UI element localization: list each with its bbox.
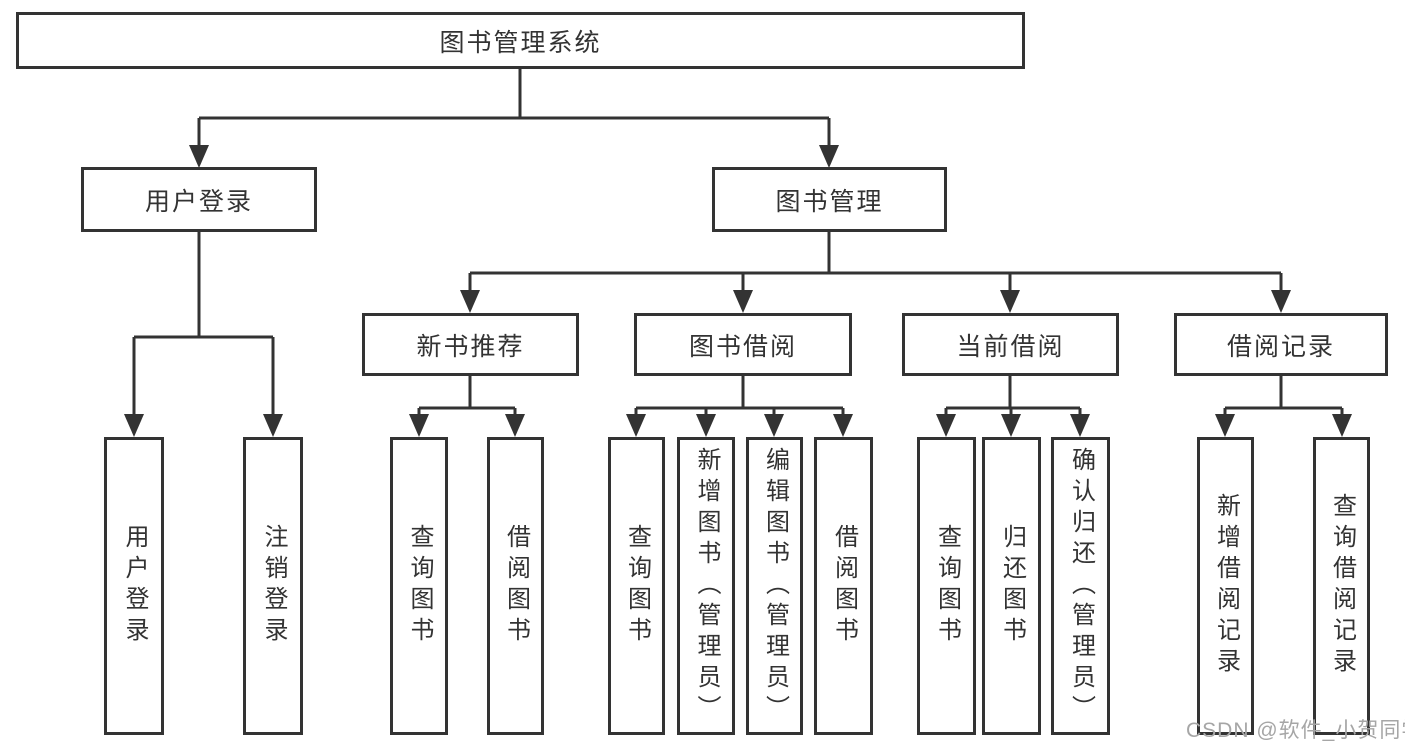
node-current-borrow: 当前借阅: [902, 313, 1119, 376]
leaf-edit-book-admin: 编辑图书（管理员）: [746, 437, 803, 735]
connector-root-to-level2: [189, 69, 839, 168]
node-user-login: 用户登录: [81, 167, 317, 232]
connector-book-management-children: [460, 232, 1291, 313]
node-borrow-records: 借阅记录: [1174, 313, 1388, 376]
node-new-book-recommend: 新书推荐: [362, 313, 579, 376]
connector-book-borrow-children: [626, 376, 853, 437]
leaf-query-borrow-record: 查询借阅记录: [1313, 437, 1370, 735]
leaf-query-books-current: 查询图书: [917, 437, 976, 735]
connector-borrow-records-children: [1215, 376, 1352, 437]
node-book-management: 图书管理: [712, 167, 947, 232]
connector-new-book-recommend-children: [409, 376, 525, 437]
leaf-confirm-return-admin: 确认归还（管理员）: [1051, 437, 1110, 735]
leaf-query-books-recommend: 查询图书: [390, 437, 448, 735]
leaf-borrow-books-recommend: 借阅图书: [487, 437, 544, 735]
leaf-user-login: 用户登录: [104, 437, 164, 735]
leaf-query-books-borrow: 查询图书: [608, 437, 665, 735]
leaf-logout: 注销登录: [243, 437, 303, 735]
leaf-add-book-admin: 新增图书（管理员）: [677, 437, 735, 735]
connector-current-borrow-children: [936, 376, 1090, 437]
csdn-watermark: CSDN @软件_小贺同学: [1186, 719, 1405, 742]
leaf-borrow-books-borrow: 借阅图书: [814, 437, 873, 735]
connector-user-login-children: [124, 232, 283, 437]
node-library-management-system: 图书管理系统: [16, 12, 1025, 69]
leaf-add-borrow-record: 新增借阅记录: [1197, 437, 1254, 735]
node-book-borrow: 图书借阅: [634, 313, 852, 376]
leaf-return-book: 归还图书: [982, 437, 1041, 735]
